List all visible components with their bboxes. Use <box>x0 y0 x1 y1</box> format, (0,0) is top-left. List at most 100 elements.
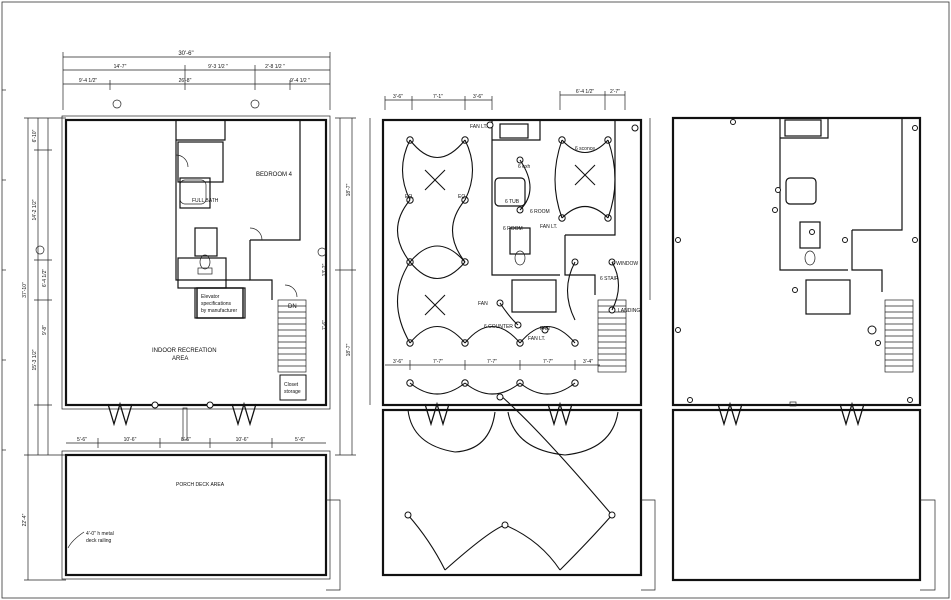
window-symbol <box>424 401 450 427</box>
toilet-tank <box>197 267 213 275</box>
mid-top-dim-3: 3'-6" <box>473 94 483 100</box>
window-symbol <box>231 401 257 427</box>
right-dim-1: 18'-7" <box>346 183 352 196</box>
recreation-label-1: INDOOR RECREATION <box>152 348 217 354</box>
top-dim-4: 9'-4 1/2" <box>79 78 98 84</box>
mid-top-dims <box>384 91 626 110</box>
window-symbol <box>547 401 573 427</box>
left-dim-2: 14'-2 1/2" <box>32 199 38 220</box>
interior-walls <box>175 120 301 319</box>
elevator-note-3: by manufacturer <box>201 308 237 314</box>
deck-label: PORCH DECK AREA <box>176 482 225 488</box>
label-eq-2: EQ. <box>458 194 467 200</box>
door-swing <box>249 227 263 241</box>
mid-stairs <box>597 299 627 373</box>
right-toilet <box>804 250 816 266</box>
label-eq-1: EQ. <box>405 194 414 200</box>
right-stairs <box>884 299 914 373</box>
bedroom-label: BEDROOM 4 <box>256 172 293 178</box>
section-marker <box>35 245 45 255</box>
window-symbol <box>107 401 133 427</box>
label-room-2: 6 ROOM <box>503 226 523 232</box>
mid-top-dim-5: 2'-7" <box>610 89 620 95</box>
mid-bottom-dim-5: 3'-4" <box>583 359 593 365</box>
mid-interior-walls <box>491 120 616 313</box>
mid-top-dim-2: 7'-1" <box>433 94 443 100</box>
bottom-dim-5: 5'-6" <box>295 437 305 443</box>
right-deck-outline <box>671 408 922 582</box>
deck-railing <box>61 450 331 580</box>
label-fan: FAN <box>478 301 488 307</box>
closet-label-1: Closet <box>284 382 299 388</box>
mid-deck-outline <box>381 408 643 577</box>
top-dim-5: 26'-8" <box>179 78 192 84</box>
recreation-label-2: AREA <box>172 356 188 362</box>
right-dimension-lines <box>335 117 356 456</box>
closet-box <box>279 374 307 401</box>
top-dim-3: 2'-8 1/2 " <box>265 64 285 70</box>
left-dimension-lines <box>24 117 66 581</box>
elevator-note-1: Elevator <box>201 294 220 300</box>
electrical-plan: 3'-6" 7'-1" 3'-6" 6'-4 1/2" 2'-7" <box>369 89 656 591</box>
elevator-shaft <box>196 287 244 319</box>
door-swing <box>284 284 298 298</box>
section-marker <box>317 247 327 257</box>
post <box>182 407 188 441</box>
wiring-arcs <box>396 139 620 395</box>
ceiling-fan-icon <box>424 294 446 316</box>
door-swing <box>175 154 189 168</box>
railing-note-2: deck railing <box>86 538 112 544</box>
window-symbol <box>717 401 743 427</box>
left-dim-3: 6'-4 1/2" <box>42 269 48 288</box>
label-exh: 6 exh <box>518 164 530 170</box>
mid-bottom-dim-3: 7'-7" <box>487 359 497 365</box>
bottom-dim-2: 10'-6" <box>124 437 137 443</box>
mid-bottom-dims <box>385 360 600 370</box>
label-room-1: 6 ROOM <box>530 209 550 215</box>
top-dim-6: 9'-4 1/2 " <box>290 78 310 84</box>
mid-bottom-dim-2: 7'-7" <box>433 359 443 365</box>
bottom-dim-1: 5'-6" <box>77 437 87 443</box>
deck-fixtures <box>404 393 616 529</box>
label-window: 6 WINDOW <box>612 261 638 267</box>
closet-label-2: storage <box>284 389 301 395</box>
deck-step <box>326 499 341 591</box>
left-dim-5: 15'-3 1/2" <box>32 349 38 370</box>
label-counter: 6 COUNTER <box>484 324 513 330</box>
elevator-note-2: specifications <box>201 301 232 307</box>
outlet-plan <box>671 116 936 591</box>
right-dim-4: 18'-7" <box>346 343 352 356</box>
section-marker <box>112 99 122 109</box>
toilet <box>199 254 211 270</box>
label-sconce: 6 sconce <box>575 146 595 152</box>
railing-note-1: 4'-0" h metal <box>86 531 114 537</box>
label-fan-lt-top: FAN LT. <box>470 124 487 130</box>
section-marker <box>250 99 260 109</box>
top-dim-1: 14'-7" <box>114 64 127 70</box>
bottom-dim-3: 8'-6" <box>181 437 191 443</box>
leader-line <box>67 531 85 549</box>
right-interior-walls <box>779 118 903 315</box>
post <box>789 401 797 407</box>
light-fixture <box>151 401 159 409</box>
outlet-icons <box>675 119 918 403</box>
full-bath-label: FULL BATH <box>192 198 219 204</box>
mid-toilet <box>514 250 526 266</box>
overall-width-dim: 30'-6" <box>178 51 193 57</box>
deck-outline <box>64 453 328 577</box>
label-landing: LANDING <box>618 308 640 314</box>
label-fan-lt-bath: FAN LT. <box>540 224 557 230</box>
light-fixture <box>206 401 214 409</box>
mid-deck-step <box>641 499 656 591</box>
ceiling-fan-icon <box>574 164 596 186</box>
top-dim-2: 9'-3 1/2 " <box>208 64 228 70</box>
sheet-edge-ticks <box>2 89 6 451</box>
label-fan-2: FAN <box>540 326 550 332</box>
mid-top-dim-4: 6'-4 1/2" <box>576 89 595 95</box>
label-tub: 6 TUB <box>505 199 520 205</box>
label-fan-lt-bottom: FAN LT. <box>528 336 545 342</box>
exterior-walls <box>64 118 328 407</box>
mid-bottom-dim-1: 3'-6" <box>393 359 403 365</box>
